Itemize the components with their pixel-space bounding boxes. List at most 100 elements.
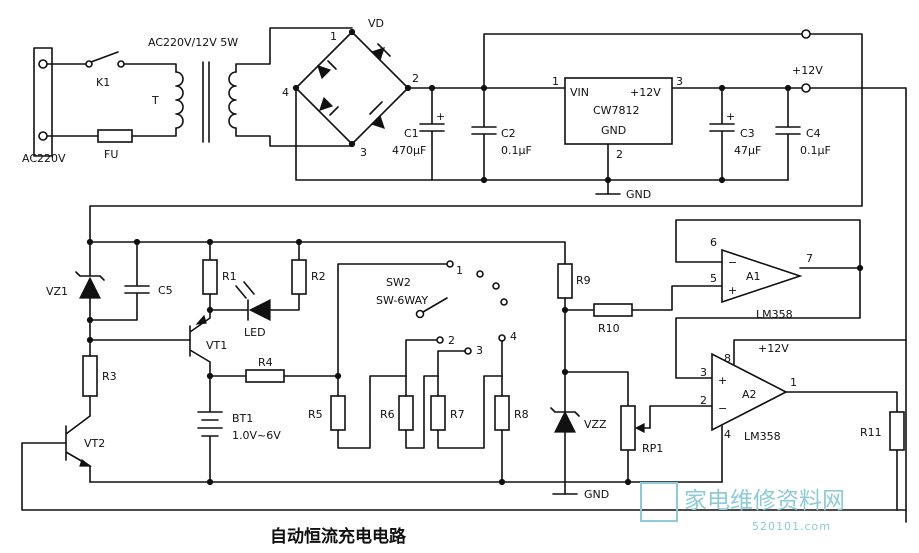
wire xyxy=(564,371,629,407)
c3-plus: + xyxy=(726,110,735,123)
a1-label: A1 xyxy=(746,270,761,283)
a1-minus: − xyxy=(728,256,737,269)
watermark-logo-icon xyxy=(640,482,678,522)
transformer-label: T xyxy=(151,94,159,107)
switch-sw2-common xyxy=(415,309,425,319)
fuse-fu xyxy=(97,129,133,143)
wire xyxy=(235,127,353,147)
regulator-section: + C1 470μF C2 0.1μF VIN +12V CW7812 GND … xyxy=(89,29,907,523)
capacitor-c4 xyxy=(775,87,801,181)
r11-label: R11 xyxy=(860,426,882,439)
regulator-pin-in: 1 xyxy=(552,75,559,88)
a2-label: A2 xyxy=(742,388,757,401)
charging-circuit: VZ1 C5 R1 R2 LED VT1 R3 VT2 xyxy=(21,238,907,511)
bridge-outline xyxy=(295,31,409,145)
r5-label: R5 xyxy=(308,408,323,421)
bt1-range: 1.0V~6V xyxy=(232,429,281,442)
transformer-secondary-coil xyxy=(228,71,237,129)
c3-value: 47μF xyxy=(734,144,761,157)
ac-source-label: AC220V xyxy=(22,152,66,165)
ac-terminal-top xyxy=(38,59,48,69)
wire-top-rail xyxy=(483,33,863,89)
resistor-r4 xyxy=(245,369,285,383)
wire xyxy=(337,375,407,449)
c4-label: C4 xyxy=(806,127,821,140)
regulator-name: CW7812 xyxy=(593,104,640,117)
transformer-rating: AC220V/12V 5W xyxy=(148,36,238,49)
bridge-diode xyxy=(319,96,339,116)
transformer-core xyxy=(202,61,210,143)
switch-sw2-contact-3 xyxy=(464,347,472,355)
resistor-r8 xyxy=(494,395,510,431)
capacitor-c5 xyxy=(89,241,150,321)
resistor-r11 xyxy=(889,411,905,451)
switch-sw2-contact xyxy=(500,298,508,306)
ac-plug xyxy=(33,47,53,157)
c2-label: C2 xyxy=(501,127,516,140)
c4-value: 0.1μF xyxy=(800,144,831,157)
led-label: LED xyxy=(244,326,266,339)
a2-pin-1: 1 xyxy=(790,376,797,389)
sw2-pos-4: 4 xyxy=(510,330,517,343)
bridge-pin-2: 2 xyxy=(412,72,419,85)
c1-label: C1 xyxy=(404,127,419,140)
r3-label: R3 xyxy=(102,370,117,383)
zener-vz1 xyxy=(79,276,101,299)
a1-part: LM358 xyxy=(756,308,793,321)
bridge-pin-3: 3 xyxy=(360,146,367,159)
junction-dot xyxy=(206,478,214,486)
zener-vzz-bar xyxy=(550,407,580,495)
a1-pin-6: 6 xyxy=(710,236,717,249)
wire-a2-out xyxy=(785,391,898,413)
wire xyxy=(131,127,177,137)
led-indicator xyxy=(248,299,271,321)
a2-pin-8: 8 xyxy=(724,352,731,365)
wire-a2-supply xyxy=(733,339,907,365)
c1-value: 470μF xyxy=(392,144,426,157)
sw2-type: SW-6WAY xyxy=(376,294,428,307)
junction-dot xyxy=(498,478,506,486)
sw2-pos-2: 2 xyxy=(448,334,455,347)
plus12v-terminal xyxy=(801,83,811,93)
bridge-pin-4: 4 xyxy=(282,86,289,99)
switch-contact xyxy=(117,60,125,68)
sw2-label: SW2 xyxy=(386,276,411,289)
wire xyxy=(89,319,191,341)
a2-plus: + xyxy=(718,374,727,387)
resistor-r9 xyxy=(557,263,573,299)
watermark-url: 520101.com xyxy=(752,520,831,533)
fuse-label: FU xyxy=(104,148,118,161)
regulator-gnd: GND xyxy=(601,124,626,137)
resistor-r2 xyxy=(291,259,307,295)
plus12v-label: +12V xyxy=(792,64,823,77)
gnd-top-label: GND xyxy=(626,188,651,201)
c3-label: C3 xyxy=(740,127,755,140)
a1-pin-5: 5 xyxy=(710,272,717,285)
resistor-r10 xyxy=(593,303,633,317)
switch-sw2-contact xyxy=(492,282,500,290)
wire-a1-to-a2 xyxy=(675,267,861,379)
switch-k1-label: K1 xyxy=(96,76,110,89)
r10-label: R10 xyxy=(598,322,620,335)
bridge-label: VD xyxy=(368,17,384,30)
opamp-a1 xyxy=(721,248,803,304)
zener-vzz xyxy=(554,410,576,433)
wire xyxy=(405,375,439,449)
bt1-label: BT1 xyxy=(232,412,253,425)
wire-vt2-base xyxy=(21,442,907,511)
vz1-label: VZ1 xyxy=(46,285,68,298)
c5-label: C5 xyxy=(158,284,173,297)
wire xyxy=(437,350,466,377)
capacitor-c1 xyxy=(419,87,445,181)
resistor-r5 xyxy=(330,395,346,431)
a1-pin-7: 7 xyxy=(806,252,813,265)
watermark-brand: 家电维修资料网 xyxy=(684,488,845,514)
wire-lower-supply xyxy=(89,87,863,243)
a2-pin-2: 2 xyxy=(700,394,707,407)
diagram-caption: 自动恒流充电电路 xyxy=(270,526,407,547)
wire xyxy=(269,293,300,311)
regulator-pin-out: 3 xyxy=(676,75,683,88)
wire xyxy=(123,63,177,73)
resistor-r7 xyxy=(430,395,446,431)
vt1-arrow xyxy=(195,314,207,325)
